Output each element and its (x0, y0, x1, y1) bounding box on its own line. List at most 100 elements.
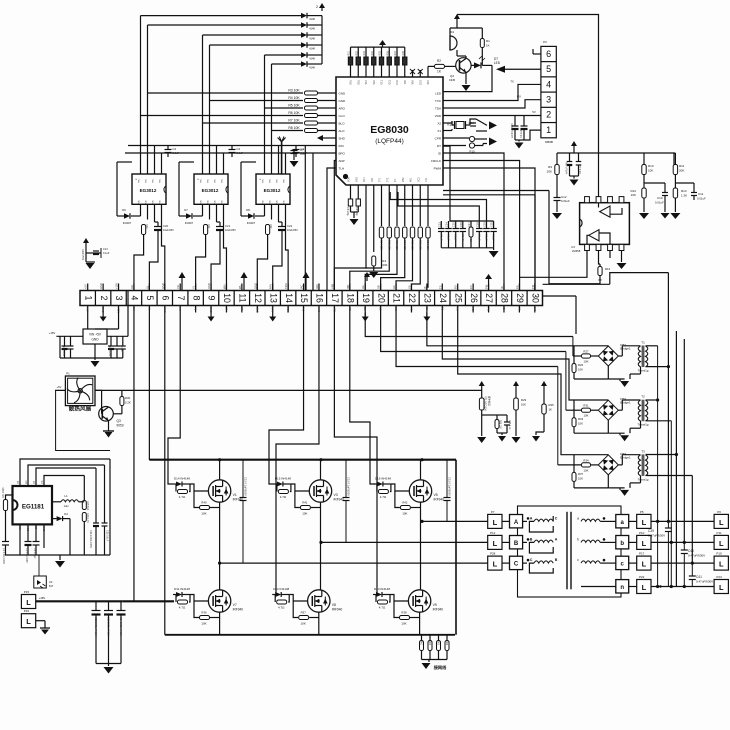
svg-text:G: G (197, 179, 199, 181)
svg-text:R27: R27 (394, 50, 397, 55)
svg-text:R35: R35 (549, 403, 555, 407)
svg-text:0.1uF: 0.1uF (301, 152, 308, 155)
svg-text:10K: 10K (521, 403, 526, 407)
svg-text:14: 14 (284, 293, 294, 303)
svg-text:UB: UB (379, 307, 383, 311)
svg-text:R19: R19 (381, 259, 387, 263)
svg-text:V9: V9 (433, 603, 437, 607)
svg-text:3: 3 (114, 296, 124, 301)
svg-text:IN4007: IN4007 (185, 221, 194, 225)
svg-text:UA: UA (363, 307, 367, 311)
svg-text:9050: 9050 (117, 424, 124, 428)
svg-text:C2A: C2A (426, 80, 429, 85)
svg-text:T3: T3 (641, 449, 645, 453)
svg-text:HIN: HIN (201, 179, 203, 183)
svg-text:TEM: TEM (284, 284, 288, 289)
svg-text:Y1: Y1 (447, 123, 451, 127)
svg-text:R40: R40 (201, 501, 207, 505)
svg-text:VB: VB (208, 200, 210, 203)
svg-text:a: a (621, 520, 625, 526)
svg-text:C11: C11 (698, 192, 704, 196)
svg-text:WL: WL (240, 307, 244, 311)
svg-text:R8 10K: R8 10K (288, 126, 300, 130)
svg-text:C3 1uF: C3 1uF (519, 129, 523, 138)
svg-text:0.47uF/630V: 0.47uF/630V (688, 554, 705, 558)
svg-text:D15 IN4148: D15 IN4148 (275, 477, 291, 481)
svg-text:10K: 10K (578, 368, 583, 372)
svg-text:+48V: +48V (39, 596, 46, 600)
svg-text:VB: VB (215, 200, 217, 203)
svg-text:19: 19 (361, 293, 371, 303)
svg-text:23: 23 (423, 293, 433, 303)
svg-text:A: A (514, 520, 519, 526)
svg-text:10uF/25V: 10uF/25V (225, 229, 236, 232)
svg-text:P10: P10 (469, 150, 475, 154)
svg-text:UH: UH (132, 307, 136, 311)
svg-text:10K: 10K (584, 468, 589, 472)
svg-text:C4: C4 (301, 147, 305, 151)
svg-text:PWM: PWM (434, 167, 442, 171)
svg-text:IFB: IFB (346, 285, 350, 289)
svg-text:L: L (719, 560, 724, 569)
svg-text:b: b (577, 537, 579, 541)
svg-text:AC47uF/16V: AC47uF/16V (510, 123, 514, 138)
svg-text:EG8030: EG8030 (370, 124, 409, 136)
svg-text:GND: GND (161, 283, 165, 289)
svg-text:R42: R42 (402, 501, 408, 505)
svg-text:4.7Ω: 4.7Ω (380, 495, 387, 499)
svg-text:R36: R36 (201, 611, 207, 615)
svg-text:10K: 10K (578, 476, 583, 480)
svg-text:DB1: DB1 (620, 343, 626, 347)
svg-text:D4: D4 (64, 512, 68, 516)
svg-text:P1: P1 (66, 372, 70, 376)
svg-text:10K: 10K (584, 360, 589, 364)
svg-text:B: B (530, 537, 533, 541)
svg-text:HIN: HIN (146, 179, 148, 183)
svg-text:R63: R63 (437, 641, 439, 646)
svg-text:LED: LED (435, 92, 442, 96)
svg-text:D8: D8 (246, 208, 250, 212)
svg-text:P1O: P1O (349, 80, 352, 85)
svg-text:C52 1000uF/450V: C52 1000uF/450V (94, 617, 97, 637)
svg-text:R20: R20 (578, 363, 584, 367)
svg-text:6: 6 (546, 49, 551, 59)
svg-text:C: C (530, 558, 533, 562)
svg-text:C33 0.1u: C33 0.1u (508, 420, 510, 430)
svg-text:IRF940: IRF940 (233, 498, 244, 502)
svg-text:X1: X1 (437, 129, 441, 133)
svg-text:0.1uF: 0.1uF (477, 234, 481, 241)
svg-text:C: C (555, 516, 558, 520)
svg-text:P17: P17 (639, 552, 645, 556)
svg-text:IRF940: IRF940 (233, 608, 244, 612)
svg-text:FO: FO (471, 307, 475, 311)
svg-text:C12: C12 (561, 195, 567, 199)
svg-text:V1A: V1A (364, 80, 367, 85)
svg-text:P16: P16 (24, 609, 30, 613)
svg-text:PM: PM (531, 285, 535, 289)
svg-text:C36 1000uF/25V: C36 1000uF/25V (89, 530, 92, 548)
svg-text:P15: P15 (24, 590, 30, 594)
svg-text:4.7Ω: 4.7Ω (280, 495, 287, 499)
svg-text:9: 9 (207, 296, 217, 301)
svg-text:CS: CS (41, 480, 44, 484)
svg-text:TF2: TF2 (386, 177, 389, 182)
svg-text:T2: T2 (641, 395, 645, 399)
svg-text:VH: VH (178, 307, 182, 311)
svg-text:GND: GND (99, 283, 103, 289)
svg-text:R28: R28 (402, 50, 405, 55)
svg-text:GND: GND (207, 283, 211, 289)
svg-text:P28: P28 (490, 552, 496, 556)
svg-text:D6: D6 (122, 208, 126, 212)
svg-text:R46 4.7K: R46 4.7K (86, 513, 89, 523)
svg-text:T1: T1 (641, 341, 645, 345)
svg-text:CLO: CLO (339, 114, 346, 118)
svg-text:GND: GND (209, 307, 213, 313)
svg-text:30: 30 (530, 293, 540, 303)
svg-text:R33: R33 (578, 417, 584, 421)
svg-text:UL: UL (145, 285, 149, 289)
svg-text:C41: C41 (696, 575, 702, 579)
svg-text:IS: IS (425, 307, 429, 310)
svg-text:D7: D7 (494, 57, 498, 61)
svg-text:4148: 4148 (309, 47, 315, 51)
svg-text:10uF/25V: 10uF/25V (287, 229, 298, 232)
